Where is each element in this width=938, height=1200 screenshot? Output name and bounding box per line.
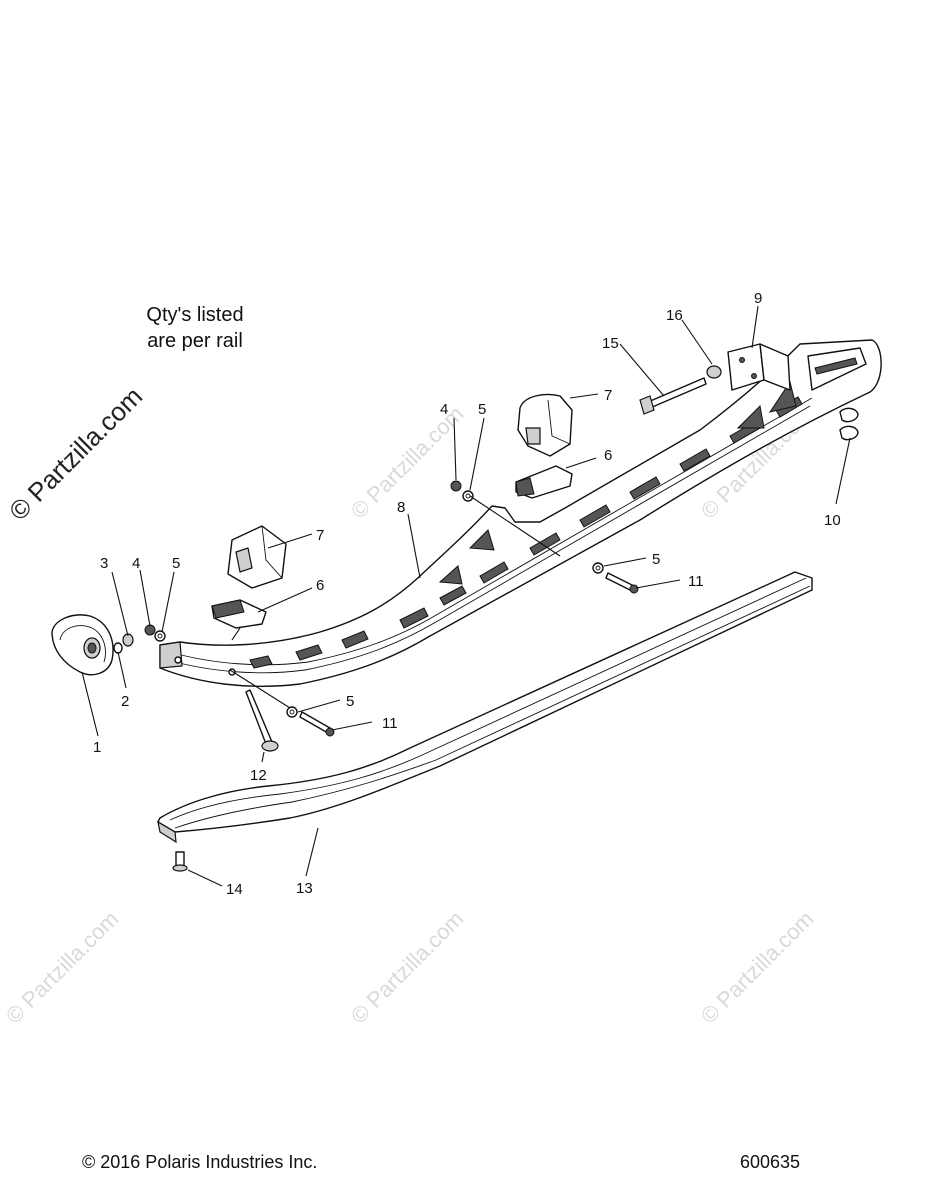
watermark-text: © Partzilla.com [1, 906, 124, 1029]
rivet-part-14 [175, 851, 185, 867]
washer-part-5 [286, 706, 298, 718]
watermark-text: © Partzilla.com [346, 401, 469, 524]
callout-3: 3 [100, 555, 108, 572]
callout-15: 15 [602, 335, 619, 352]
pin-part-10 [839, 407, 859, 423]
washer-part-2 [113, 642, 123, 654]
callout-7: 7 [604, 387, 612, 404]
wear-block-rear [515, 393, 573, 499]
callout-11: 11 [382, 715, 398, 732]
callout-9: 9 [754, 290, 762, 307]
callout-7: 7 [316, 527, 324, 544]
callout-1: 1 [93, 739, 101, 756]
callout-11: 11 [688, 573, 704, 590]
rail-cutouts [249, 380, 803, 669]
callout-16: 16 [666, 307, 683, 324]
quantity-note: Qty's listed are per rail [120, 302, 270, 354]
callout-13: 13 [296, 880, 313, 897]
washer-part-5 [462, 490, 474, 502]
callout-5: 5 [478, 401, 486, 418]
copyright-text: © 2016 Polaris Industries Inc. [82, 1152, 318, 1172]
callout-10: 10 [824, 512, 841, 529]
callout-2: 2 [121, 693, 129, 710]
callout-4: 4 [440, 401, 448, 418]
leader-lines [81, 305, 851, 887]
block-part-7 [517, 393, 573, 457]
callout-12: 12 [250, 767, 267, 784]
callout-5: 5 [652, 551, 660, 568]
watermark-text: © Partzilla.com [696, 906, 819, 1029]
quantity-note-line-1: Qty's listed [146, 304, 244, 326]
nut-part-4 [450, 480, 462, 492]
nut-part-16 [706, 365, 722, 379]
watermark-text: © Partzilla.com [346, 906, 469, 1029]
callout-6: 6 [604, 447, 612, 464]
callout-8: 8 [397, 499, 405, 516]
suspension-rail-part-8 [159, 339, 882, 687]
quantity-note-line-2: are per rail [147, 330, 243, 352]
callout-4: 4 [132, 555, 140, 572]
callout-5: 5 [346, 693, 354, 710]
hardware [113, 343, 859, 872]
washer-part-5 [592, 562, 604, 574]
figure-number: 600635 [740, 1152, 801, 1172]
bolt-part-15 [647, 377, 707, 409]
callout-5: 5 [172, 555, 180, 572]
wear-block-front [211, 525, 287, 629]
bolt-part-12 [245, 689, 273, 745]
callout-6: 6 [316, 577, 324, 594]
rail-cap-part-1 [51, 614, 114, 676]
callout-numbers: 1 2 3 4 5 7 6 8 5 11 12 13 14 4 5 7 6 15… [93, 290, 841, 898]
washer-part-5 [154, 630, 166, 642]
slide-rail-part-13 [157, 571, 813, 844]
callout-14: 14 [226, 881, 243, 898]
watermark-text-main: © Partzilla.com [3, 381, 148, 526]
nut-part-4 [144, 624, 156, 636]
